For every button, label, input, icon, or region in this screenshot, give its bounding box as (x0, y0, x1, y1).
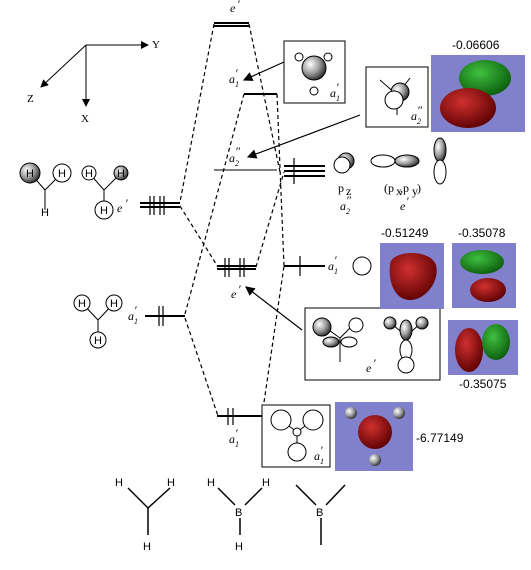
s-orbital-icon (352, 256, 372, 276)
mo-render-a1p-mid (380, 243, 444, 309)
h3-c-h3: H (94, 335, 102, 347)
pz-sym-mark: ″ (346, 193, 352, 207)
mo-render-a1p-low (335, 402, 413, 471)
a1p-upper-mark: ′ (235, 66, 238, 80)
energy-a1p-mid: -0.51249 (381, 226, 429, 240)
axis-z-label: Z (27, 93, 34, 105)
electron-ticks (224, 258, 245, 425)
pxy-x: x (396, 184, 402, 198)
pxy-close: ) (417, 181, 421, 195)
pz-sub: z (346, 184, 351, 198)
h3-b-h1: H (85, 168, 93, 180)
a1p-upper-label: a (229, 72, 235, 86)
e-prime-mid-mark: ′ (238, 282, 241, 296)
h3-struct-h2: H (167, 477, 175, 489)
bh3-h1: H (207, 477, 215, 489)
a1p-lower-inset-sub: 1 (320, 457, 324, 466)
b-p-levels (284, 158, 325, 184)
e-prime-inset-label: e (366, 361, 372, 375)
b-struct-b: B (316, 507, 323, 519)
h3-a-h2: H (58, 168, 66, 180)
top-e-prime-mark: ′ (237, 0, 240, 11)
b-s-level (284, 256, 325, 276)
a2pp-sub: 2 (235, 159, 239, 168)
a2pp-arrow (246, 114, 361, 159)
a2pp-label: a (229, 151, 235, 165)
h3-a1-sub: 1 (134, 317, 138, 326)
b-s-a1p-label: a (328, 259, 334, 273)
h3-e-prime-label: e (117, 201, 123, 215)
energy-a1p-low: -6.77149 (416, 431, 464, 445)
bh3-h2: H (262, 477, 270, 489)
h3-b-h3: H (100, 205, 108, 217)
e-prime-mid-label: e (231, 287, 237, 301)
axis-x-label: X (81, 113, 89, 125)
a1p-lower-sub: 1 (235, 440, 239, 449)
pz-orbital-icon (333, 152, 355, 174)
a1p-lower-mark: ′ (235, 426, 238, 440)
b-structure (295, 484, 346, 545)
a2pp-inset-art (379, 77, 411, 115)
axis-y-label: Y (152, 39, 160, 51)
h3-a1-prime-mark: ′ (134, 303, 137, 317)
e-prime-inset-mark: ′ (373, 356, 376, 370)
pxy-orbital-icon (370, 137, 447, 185)
a1p-upper-inset-art (294, 52, 333, 96)
h3-structure (127, 487, 171, 535)
a1p-upper-inset-mark: ′ (336, 80, 339, 94)
pxy-sym: e (400, 199, 406, 213)
axes (40, 41, 149, 107)
b-s-a1p-mark: ′ (334, 253, 337, 267)
energy-a2pp: -0.06606 (452, 38, 500, 52)
h3-e-prime-fragments (19, 162, 129, 220)
pxy-label: (p (384, 181, 394, 195)
mo-levels (214, 22, 277, 417)
a1p-upper-sub: 1 (235, 80, 239, 89)
pxy-y: y (412, 184, 418, 198)
a1p-upper-arrow (242, 61, 285, 81)
bh3-structure (217, 487, 263, 535)
h3-a-h3: H (41, 207, 49, 219)
e-prime-arrow (245, 286, 303, 331)
h3-b-h2: H (117, 168, 125, 180)
pxy-sym-mark: ′ (406, 194, 409, 208)
h3-e-prime-mark: ′ (125, 196, 128, 210)
mo-render-e-top (452, 243, 516, 308)
top-e-prime-label: e (230, 1, 236, 15)
h3-c-h2: H (110, 298, 118, 310)
mo-render-a2pp (431, 55, 525, 132)
a2pp-inset-mark: ″ (417, 103, 423, 117)
a1p-lower-inset-mark: ′ (320, 443, 323, 457)
pz-sym: a (340, 199, 346, 213)
e-prime-inset-art (312, 316, 429, 374)
h3-a-h1: H (26, 168, 34, 180)
h3-a1-prime-fragment (73, 294, 123, 349)
h3-struct-h1: H (115, 477, 123, 489)
a1p-upper-inset-label: a (330, 86, 336, 100)
bh3-h3: H (235, 541, 243, 553)
b-s-a1p-sub: 1 (334, 267, 338, 276)
a1p-lower-inset-label: a (314, 449, 320, 463)
energy-e-bottom: -0.35075 (459, 377, 507, 391)
pz-label: p (338, 181, 344, 195)
a1p-lower-inset-art (270, 409, 324, 462)
a2pp-inset-label: a (411, 109, 417, 123)
energy-e-top: -0.35078 (458, 226, 506, 240)
mo-render-e-bottom (448, 320, 518, 375)
bh3-b: B (235, 507, 242, 519)
h3-c-h1: H (78, 298, 86, 310)
a2pp-inset-sub: 2 (417, 117, 421, 126)
pxy-comma: ,p (400, 181, 409, 195)
h3-a1-prime-label: a (128, 309, 134, 323)
pz-sym-sub: 2 (346, 207, 350, 216)
a1p-lower-label: a (229, 432, 235, 446)
h3-a1-prime-level (145, 306, 185, 326)
a2pp-mark: ″ (235, 144, 241, 158)
h3-e-prime-level (140, 196, 180, 215)
a1p-upper-inset-sub: 1 (336, 94, 340, 103)
h3-struct-h3: H (143, 541, 151, 553)
